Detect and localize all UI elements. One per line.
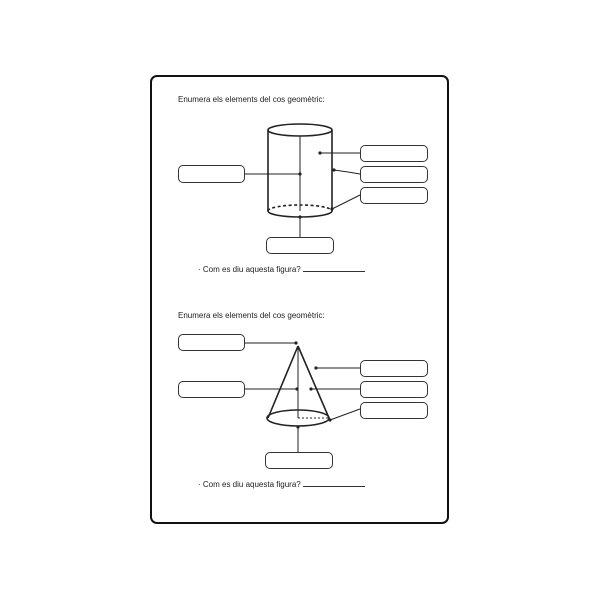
cone-label-box-right-bottom[interactable] [360,402,428,419]
cone-label-box-left-top[interactable] [178,334,245,351]
pointer-right-middle-b [347,171,361,175]
cylinder-label-box-left[interactable] [178,165,245,183]
cone-label-box-left-bottom[interactable] [178,381,245,398]
exercise-1-question-row: · Com es diu aquesta figura? [198,263,365,275]
pointer-dot [298,172,302,176]
exercise-2-instruction: Enumera els elements del cos geomètric: [178,311,325,320]
exercise-1-instruction: Enumera els elements del cos geomètric: [178,95,325,104]
pointer-dot [296,425,300,429]
pointer-right-bottom [329,408,361,421]
pointer-right-bottom [331,194,361,210]
exercise-1-answer-line[interactable] [302,263,365,272]
pointer-dot [314,366,318,370]
cone-label-box-right-top[interactable] [360,360,428,377]
cone-label-box-bottom[interactable] [265,452,333,469]
cylinder-label-box-right-bottom[interactable] [360,187,428,204]
pointer-dot [330,207,334,211]
cylinder-label-box-right-top[interactable] [360,145,428,162]
pointer-dot [328,418,332,422]
pointer-dot [294,341,298,345]
exercise-1-question: · Com es diu aquesta figura? [198,265,301,274]
pointer-dot [295,387,299,391]
cone-label-box-right-middle[interactable] [360,381,428,398]
exercise-2-answer-line[interactable] [302,478,365,487]
pointer-dot [318,151,322,155]
pointer-dot [298,215,302,219]
exercise-2-question: · Com es diu aquesta figura? [198,480,301,489]
pointer-dot [332,168,336,172]
cone-side-right [297,345,330,419]
cylinder-label-box-bottom[interactable] [266,237,334,254]
exercise-2-question-row: · Com es diu aquesta figura? [198,478,365,490]
pointer-dot [309,387,313,391]
cylinder-label-box-right-middle[interactable] [360,166,428,183]
pointer-right-middle-a [333,169,349,173]
cone-side-left [267,345,299,419]
